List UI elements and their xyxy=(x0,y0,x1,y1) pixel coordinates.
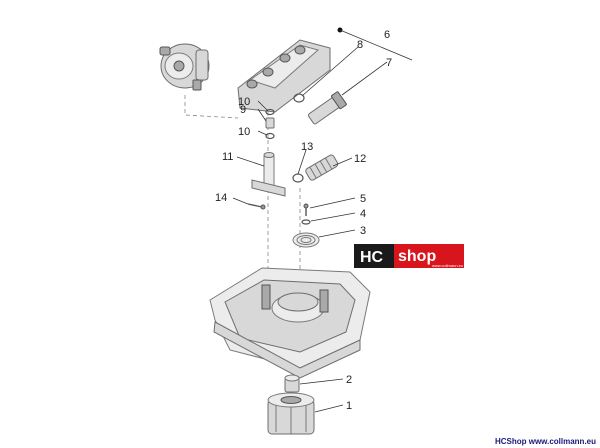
callout-7: 7 xyxy=(386,57,392,69)
strainer-3-part xyxy=(292,232,320,248)
callout-8: 8 xyxy=(357,39,363,51)
filter-part xyxy=(305,154,339,181)
footer-credit: HCShop www.collmann.eu xyxy=(494,437,596,446)
callout-labels: 6 8 7 10 9 10 11 13 12 14 5 4 3 2 1 xyxy=(215,29,392,412)
callout-12: 12 xyxy=(354,153,366,165)
valve-part xyxy=(307,91,347,125)
callout-13: 13 xyxy=(301,141,313,153)
plug-2-part xyxy=(284,374,300,393)
screw-washer-parts xyxy=(301,203,311,225)
callout-14: 14 xyxy=(215,192,227,204)
hc-shop-logo: HC shop www.collmann.eu xyxy=(354,244,464,268)
callout-10-lower: 10 xyxy=(238,126,250,138)
callout-9: 9 xyxy=(240,104,246,116)
callout-2: 2 xyxy=(346,374,352,386)
seal-stack-parts xyxy=(265,108,275,140)
callout-4: 4 xyxy=(360,208,366,220)
callout-10-upper: 10 xyxy=(238,96,250,108)
o-ring-part xyxy=(293,93,305,103)
callout-3: 3 xyxy=(360,225,366,237)
screw-14-part xyxy=(247,203,266,210)
callout-5: 5 xyxy=(360,193,366,205)
tank-housing-part xyxy=(209,267,371,379)
callout-11: 11 xyxy=(222,151,233,163)
callout-1: 1 xyxy=(346,400,352,412)
callout-6: 6 xyxy=(384,29,390,41)
logo-shop: shop xyxy=(398,248,436,265)
pump-head-part xyxy=(237,27,343,113)
pipe-part xyxy=(251,152,286,197)
motor-part xyxy=(159,43,210,91)
logo-subtext: www.collmann.eu xyxy=(432,263,463,268)
oil-filter-1-part xyxy=(267,392,315,435)
o-ring-13-part xyxy=(292,173,304,183)
callout-leaders xyxy=(232,29,413,413)
logo-hc: HC xyxy=(360,249,384,266)
